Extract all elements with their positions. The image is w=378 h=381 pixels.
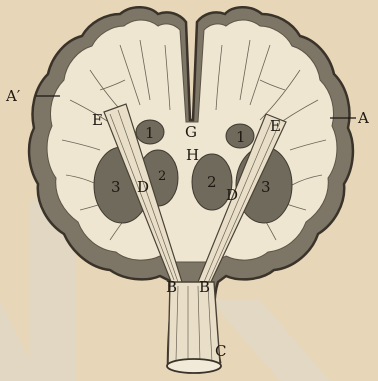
label-b-left: B bbox=[166, 278, 177, 296]
label-c: C bbox=[215, 342, 226, 360]
label-d-left: D bbox=[137, 178, 149, 196]
label-d-right: D bbox=[226, 186, 238, 204]
label-a: A bbox=[357, 109, 369, 127]
label-a-prime: A′ bbox=[5, 87, 21, 105]
label-3-left: 3 bbox=[111, 178, 121, 196]
label-e-left: E bbox=[92, 111, 103, 129]
label-2-left: 2 bbox=[158, 169, 166, 184]
label-e-right: E bbox=[270, 117, 281, 135]
label-h: H bbox=[186, 146, 199, 164]
label-1-right: 1 bbox=[236, 128, 246, 146]
label-b-right: B bbox=[199, 278, 210, 296]
label-2-right: 2 bbox=[207, 173, 217, 191]
stem-cut-end bbox=[167, 359, 221, 373]
label-g: G bbox=[185, 123, 197, 141]
label-1-left: 1 bbox=[145, 124, 155, 142]
label-3-right: 3 bbox=[261, 178, 271, 196]
